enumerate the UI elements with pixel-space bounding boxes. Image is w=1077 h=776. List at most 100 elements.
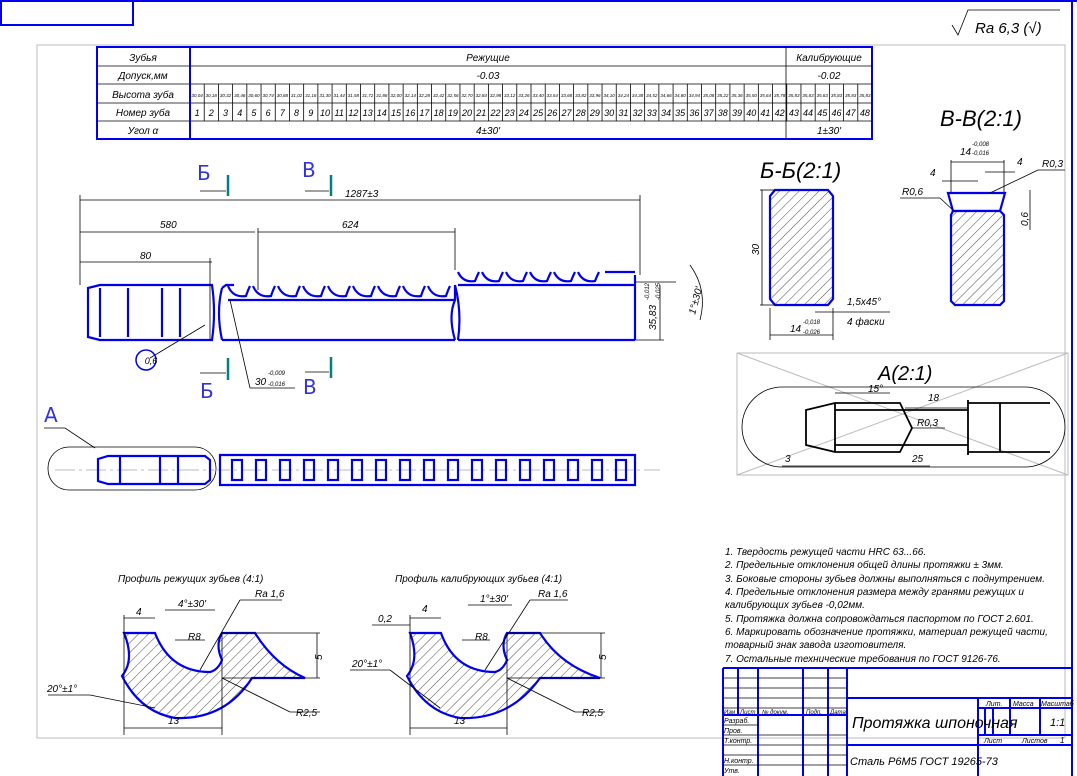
tooth-number-cell: 39 (732, 108, 742, 118)
note-line: товарный знак завода изготовителя. (725, 640, 906, 651)
tooth-height-cell: 30,46 (234, 93, 246, 98)
tooth-height-cell: 35,83 (788, 93, 800, 98)
tooth (401, 285, 426, 298)
title-block: Изм Лист № докум. Подп. Дата Разраб. Про… (722, 667, 1075, 776)
tooth-number-cell: 19 (448, 108, 458, 118)
tooth-number-cell: 11 (335, 108, 344, 118)
tooth-number-cell: 2 (208, 108, 214, 118)
tooth (276, 285, 301, 298)
tooth-height-cell: 34,52 (646, 93, 658, 98)
vv-tol-low: -0,016 (972, 151, 990, 157)
bb-dim-30: 30 (751, 243, 762, 255)
tb-col-izm: Изм (724, 710, 735, 716)
note-line: 7. Остальные технические требования по Г… (725, 653, 1001, 665)
note-line: 6. Маркировать обозначение протяжки, мат… (725, 626, 1048, 638)
tooth (251, 285, 276, 298)
detail-a-dim-3: 3 (785, 454, 791, 465)
tooth-number-cell: 9 (308, 108, 313, 118)
tooth-slot (374, 458, 388, 482)
tooth-number-cell: 5 (251, 108, 257, 118)
tooth-slot (446, 458, 460, 482)
section-v-label-bottom: В (303, 375, 317, 399)
pc-dim-13: 13 (168, 716, 180, 727)
tooth (504, 271, 528, 283)
tooth-number-cell: 42 (775, 108, 785, 118)
pk-dim-5: 5 (598, 654, 609, 660)
tooth-number-cell: 46 (831, 108, 841, 118)
tooth-slot (542, 458, 556, 482)
tooth-number-cell: 8 (294, 108, 299, 118)
tooth-height-cell: 35,08 (703, 93, 715, 98)
tooth (528, 271, 552, 283)
pc-dim-4: 4 (136, 607, 142, 618)
roughness-text: Ra 6,3 (√) (975, 20, 1042, 37)
tooth-height-cell: 31,02 (291, 93, 303, 98)
tooth-height-cell: 31,44 (334, 93, 346, 98)
tooth-height-cell: 30,74 (263, 93, 275, 98)
tooth-number-cell: 30 (604, 108, 614, 118)
tooth-number-cell: 44 (803, 108, 813, 118)
roughness-symbol: Ra 6,3 (√) (951, 9, 1060, 37)
section-b-label-top: Б (197, 161, 211, 185)
tooth-number-cell: 14 (377, 108, 387, 118)
tooth (576, 271, 600, 283)
detail-a: А(2:1) 15° 18 R0,3 3 25 (736, 352, 1069, 476)
tooth-height-cell: 33,54 (547, 93, 559, 98)
tooth-number-cell: 36 (689, 108, 699, 118)
tooth-height-cell: 33,68 (561, 93, 573, 98)
section-bb: Б-Б(2:1) 30 14 -0,018 -0,026 1,5х45° 4 ф… (751, 158, 890, 340)
tooth-number-cell: 37 (704, 108, 715, 118)
tooth-height-cell: 35,64 (760, 93, 772, 98)
tooth-number-cell: 31 (618, 108, 628, 118)
bb-dim-14: 14 (790, 324, 802, 335)
dim-30-tol-low: -0,016 (268, 382, 286, 388)
tb-tkontr: Т.контр. (724, 738, 752, 745)
tooth-number-cell: 22 (489, 108, 500, 118)
vv-dim-14: 14 (960, 147, 972, 158)
calibrating-tolerance: -0.02 (818, 71, 841, 82)
pc-ra: Ra 1,6 (255, 589, 285, 600)
cutting-angle: 4±30' (476, 126, 501, 137)
tooth-height-cell: 35,50 (746, 93, 758, 98)
section-vv-title: В-В(2:1) (940, 106, 1022, 131)
tooth-height-cell: 34,24 (618, 93, 630, 98)
tooth-height-cell: 30,88 (277, 93, 289, 98)
vv-r03: R0,3 (1042, 159, 1064, 170)
pk-ra: Ra 1,6 (538, 589, 568, 600)
tooth-number-cell: 7 (280, 108, 286, 118)
tooth-height-cell: 32,70 (461, 93, 473, 98)
tooth-number-cell: 41 (760, 108, 770, 118)
tooth (456, 271, 480, 283)
pk-angle: 1°±30' (480, 594, 509, 605)
tooth-number-cell: 48 (860, 108, 870, 118)
tooth-number-cell: 29 (589, 108, 600, 118)
dim-624: 624 (342, 220, 359, 231)
tooth-slot (518, 458, 532, 482)
tooth-height-cell: 35,78 (774, 93, 786, 98)
tooth-slot (566, 458, 580, 482)
tooth-number-cell: 3 (223, 108, 228, 118)
tooth-number-cell: 43 (789, 108, 799, 118)
pk-dim-02: 0,2 (378, 614, 392, 625)
tb-col-list: Лист (739, 710, 755, 716)
tooth (552, 271, 576, 283)
tooth-height-cell: 33,82 (575, 93, 587, 98)
tooth-number-cell: 38 (718, 108, 728, 118)
profile-cutting: Профиль режущих зубьев (4:1) 4 4°±30' Ra… (46, 573, 325, 735)
tooth-number-cell: 32 (633, 108, 643, 118)
tooth-height-cell: 31,86 (376, 93, 388, 98)
tooth-height-cell: 31,30 (319, 93, 331, 98)
tooth-number-cell: 45 (817, 108, 828, 118)
tooth-slot (470, 458, 484, 482)
section-vv: В-В(2:1) 14 -0,008 -0,016 4 4 R0,3 R0,6 … (900, 106, 1065, 307)
detail-a-dim-18: 18 (928, 393, 940, 404)
section-v-label-top: В (302, 158, 316, 182)
tooth-height-cell: 34,80 (675, 93, 687, 98)
tooth-number-cell: 12 (348, 108, 358, 118)
tooth-height-cell: 35,83 (845, 93, 857, 98)
section-bb-title: Б-Б(2:1) (760, 158, 841, 183)
tooth-height-cell: 34,66 (660, 93, 672, 98)
tb-sheets-value: 1 (1060, 736, 1064, 745)
tooth-number-cell: 6 (266, 108, 271, 118)
